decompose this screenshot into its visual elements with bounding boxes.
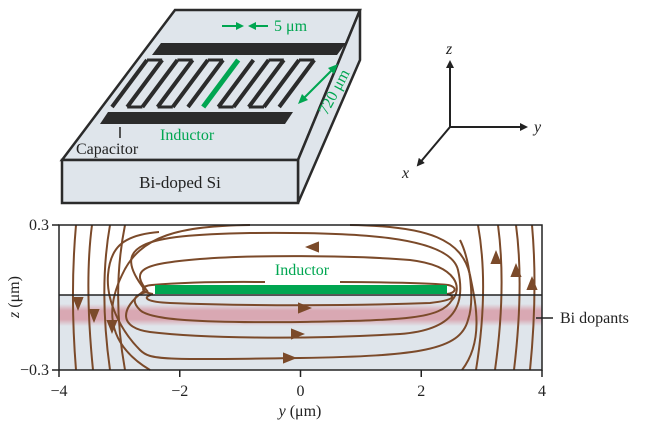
finger (262, 58, 301, 109)
length-arrowhead-bottom (298, 94, 308, 104)
inductor-strip (201, 58, 241, 109)
finger (155, 58, 195, 109)
field-arrow (305, 241, 319, 253)
plot-inductor-label: Inductor (275, 262, 330, 279)
z-axis-label: z (445, 41, 453, 58)
capacitor-plate-top (152, 43, 346, 55)
finger (216, 58, 256, 109)
length-arrowhead-top (328, 64, 338, 74)
capacitor-label: Capacitor (76, 141, 139, 158)
y-ticks: 0.3 −0.3 (20, 217, 59, 379)
width-arrowhead-right (248, 22, 256, 30)
y-tick-label: 0.3 (29, 217, 49, 234)
field-arrow (88, 309, 100, 323)
x-tick-label: 0 (297, 383, 305, 400)
inductor-label-bg (262, 260, 342, 278)
coordinate-axes: z y x (401, 41, 542, 182)
finger (186, 58, 225, 109)
x-axis-label: x (401, 165, 409, 182)
x-ticks: −4 −2 0 2 4 (50, 370, 546, 400)
x-axis-title: y (μm) (277, 403, 322, 420)
finger (171, 58, 210, 109)
inductor-bar (155, 285, 447, 294)
width-arrowhead-left (236, 22, 244, 30)
field-line (106, 231, 473, 361)
dopant-label: Bi dopants (560, 310, 629, 327)
field-arrow (283, 352, 297, 364)
substrate-label: Bi-doped Si (139, 173, 221, 192)
field-arrow (526, 276, 538, 290)
field-line (111, 224, 251, 371)
y-axis-label: y (532, 119, 542, 136)
width-label: 5 μm (274, 18, 308, 35)
field-arrow (72, 297, 84, 311)
length-arrow (301, 67, 335, 101)
meander-fingers (110, 58, 316, 109)
finger (247, 58, 286, 109)
field-arrow (298, 302, 312, 314)
field-line (339, 281, 456, 295)
y-axis-title: z (μm) (6, 276, 23, 319)
x-tick-label: 4 (538, 383, 546, 400)
device-illustration: Bi-doped Si Capacitor Inductor 5 μm 720 … (59, 8, 362, 205)
x-tick-label: 2 (417, 383, 425, 400)
field-arrow (510, 263, 522, 277)
field-line (133, 255, 458, 324)
field-plot: Inductor Bi dopants −4 −2 0 2 4 0.3 −0.3 y (μ… (6, 217, 629, 420)
finger (231, 58, 271, 109)
device-inductor-label: Inductor (160, 127, 215, 144)
x-axis (416, 126, 451, 167)
y-tick-label: −0.3 (20, 362, 49, 379)
finger (110, 58, 149, 109)
field-arrow (490, 250, 502, 264)
field-arrow (291, 328, 305, 340)
finger (140, 58, 180, 109)
finger (125, 58, 164, 109)
finger (277, 58, 316, 109)
capacitor-plate-bottom (100, 112, 293, 124)
x-tick-label: −4 (50, 383, 67, 400)
field-arrow (106, 320, 118, 334)
field-line (125, 231, 462, 339)
substrate-front-face (60, 158, 300, 205)
x-tick-label: −2 (171, 383, 188, 400)
